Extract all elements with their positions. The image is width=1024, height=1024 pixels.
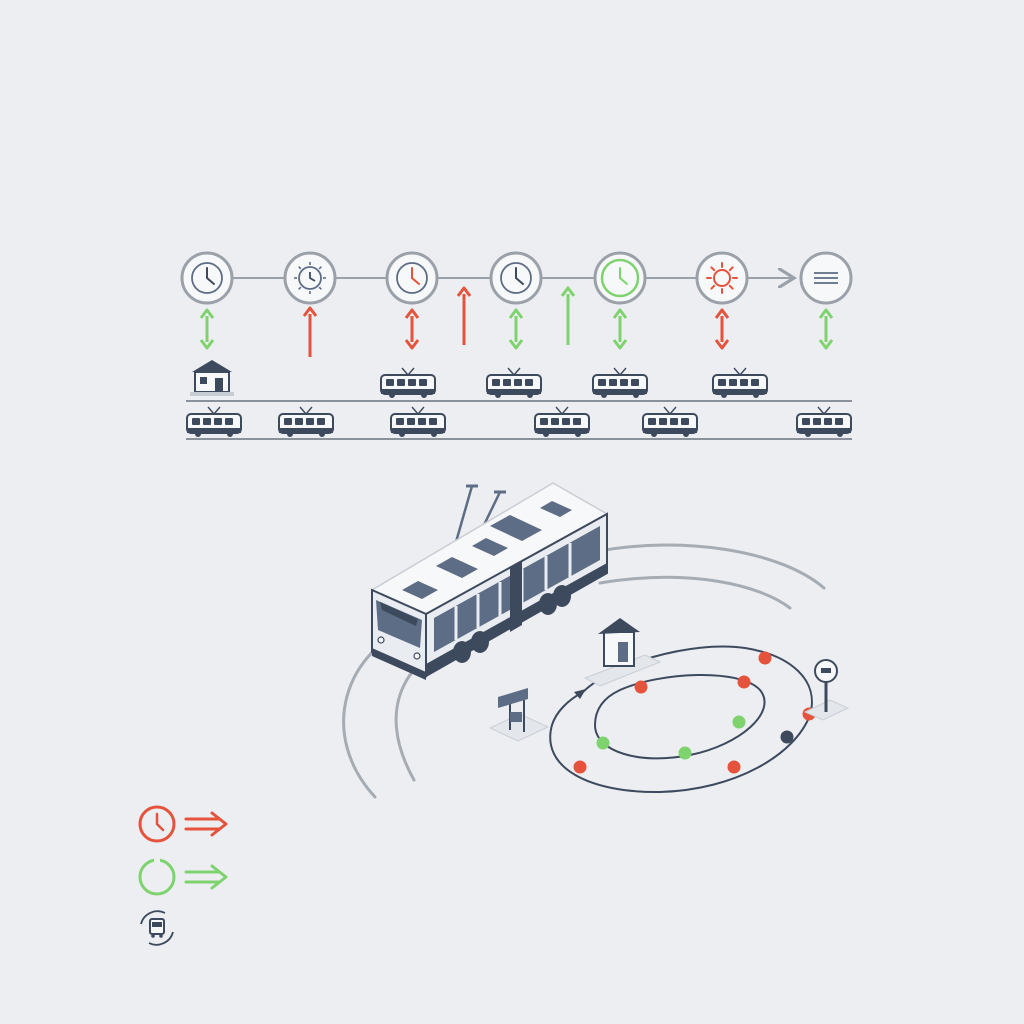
legend-item	[138, 805, 228, 843]
double-arrow-icon	[184, 864, 228, 890]
double-arrow-icon	[714, 308, 730, 350]
loop-stop-marker	[732, 715, 746, 729]
loop-stop-marker	[596, 736, 610, 750]
up-arrow-icon	[302, 306, 318, 357]
depot-icon	[189, 359, 235, 397]
circle-icon	[138, 858, 176, 896]
loop-stop-marker	[727, 760, 741, 774]
loop-track-outer	[549, 645, 813, 794]
trolleybus-icon	[534, 406, 590, 438]
loop-route	[488, 618, 850, 794]
timeline-node-clock-icon	[385, 251, 439, 305]
clock-icon	[138, 805, 176, 843]
double-arrow-icon	[612, 308, 628, 350]
clock-icon	[396, 262, 428, 294]
trolleybus-icon	[278, 406, 334, 438]
loop-track-inner	[593, 673, 766, 760]
double-arrow-icon	[508, 308, 524, 350]
menu-lines-icon	[814, 272, 838, 284]
trolleybus-icon	[592, 367, 648, 399]
loop-stop-marker	[780, 730, 794, 744]
up-arrow-icon	[456, 286, 472, 345]
schedule-timeline	[180, 251, 853, 357]
loop-stop-marker	[573, 760, 587, 774]
trolleybus-icon	[796, 406, 852, 438]
clock-icon	[500, 262, 532, 294]
trolleybus-icon	[186, 406, 242, 438]
legend-item	[138, 858, 228, 896]
loop-stop-marker	[758, 651, 772, 665]
alarm-clock-icon	[294, 262, 326, 294]
loop-stop-marker	[634, 680, 648, 694]
timeline-node-clock-icon	[180, 251, 234, 305]
timeline-node-clock-icon	[593, 251, 647, 305]
double-arrow-icon	[818, 308, 834, 350]
stop-shelter	[583, 618, 662, 687]
vehicle-tracks	[186, 359, 852, 440]
timeline-node-sun-icon	[695, 251, 749, 305]
trolleybus-illustration	[370, 482, 609, 680]
trolleybus-icon	[380, 367, 436, 399]
trolleybus-icon	[642, 406, 698, 438]
timeline-node-clock-icon	[489, 251, 543, 305]
trolleybus-icon	[390, 406, 446, 438]
loop-stop-marker	[678, 746, 692, 760]
timeline-node-alarm-clock-icon	[283, 251, 337, 305]
double-arrow-icon	[199, 308, 215, 350]
loop-stop-marker	[737, 675, 751, 689]
bus-cycle-icon	[140, 910, 174, 946]
up-arrow-icon	[560, 286, 576, 345]
timeline-node-menu-lines-icon	[799, 251, 853, 305]
sun-icon	[706, 262, 738, 294]
trolleybus-icon	[712, 367, 768, 399]
stop-sign-platform	[488, 688, 550, 742]
clock-icon	[619, 267, 628, 285]
legend-item	[140, 910, 174, 946]
legend	[138, 805, 228, 946]
trolleybus-icon	[486, 367, 542, 399]
double-arrow-icon	[404, 308, 420, 350]
double-arrow-icon	[184, 811, 228, 837]
clock-icon	[191, 262, 223, 294]
info-pillar	[803, 659, 850, 721]
